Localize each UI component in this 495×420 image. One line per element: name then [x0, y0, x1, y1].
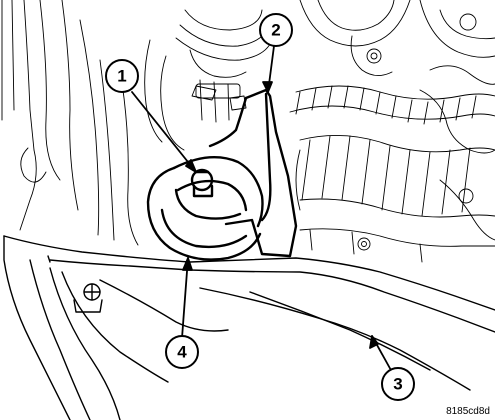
leader-arrow-4	[182, 257, 193, 271]
callout-2: 2	[259, 13, 293, 47]
callout-2-label: 2	[271, 21, 280, 40]
callout-1-label: 1	[117, 67, 126, 86]
callout-3-label: 3	[393, 375, 402, 394]
leader-arrow-3	[369, 335, 379, 349]
callout-1: 1	[105, 59, 139, 93]
background-engine-bay	[1, 0, 495, 263]
reference-code: 8185cd8d	[446, 406, 490, 417]
callout-3: 3	[381, 367, 415, 401]
leader-line-1	[131, 91, 197, 173]
frame-member	[3, 235, 495, 420]
leader-arrow-2	[262, 81, 273, 93]
callout-leaders	[131, 45, 393, 373]
callout-4-label: 4	[177, 343, 187, 362]
callout-4: 4	[165, 335, 199, 369]
engine-mount-bracket	[146, 88, 298, 261]
leader-line-4	[181, 257, 189, 339]
leader-arrow-1	[185, 159, 197, 173]
